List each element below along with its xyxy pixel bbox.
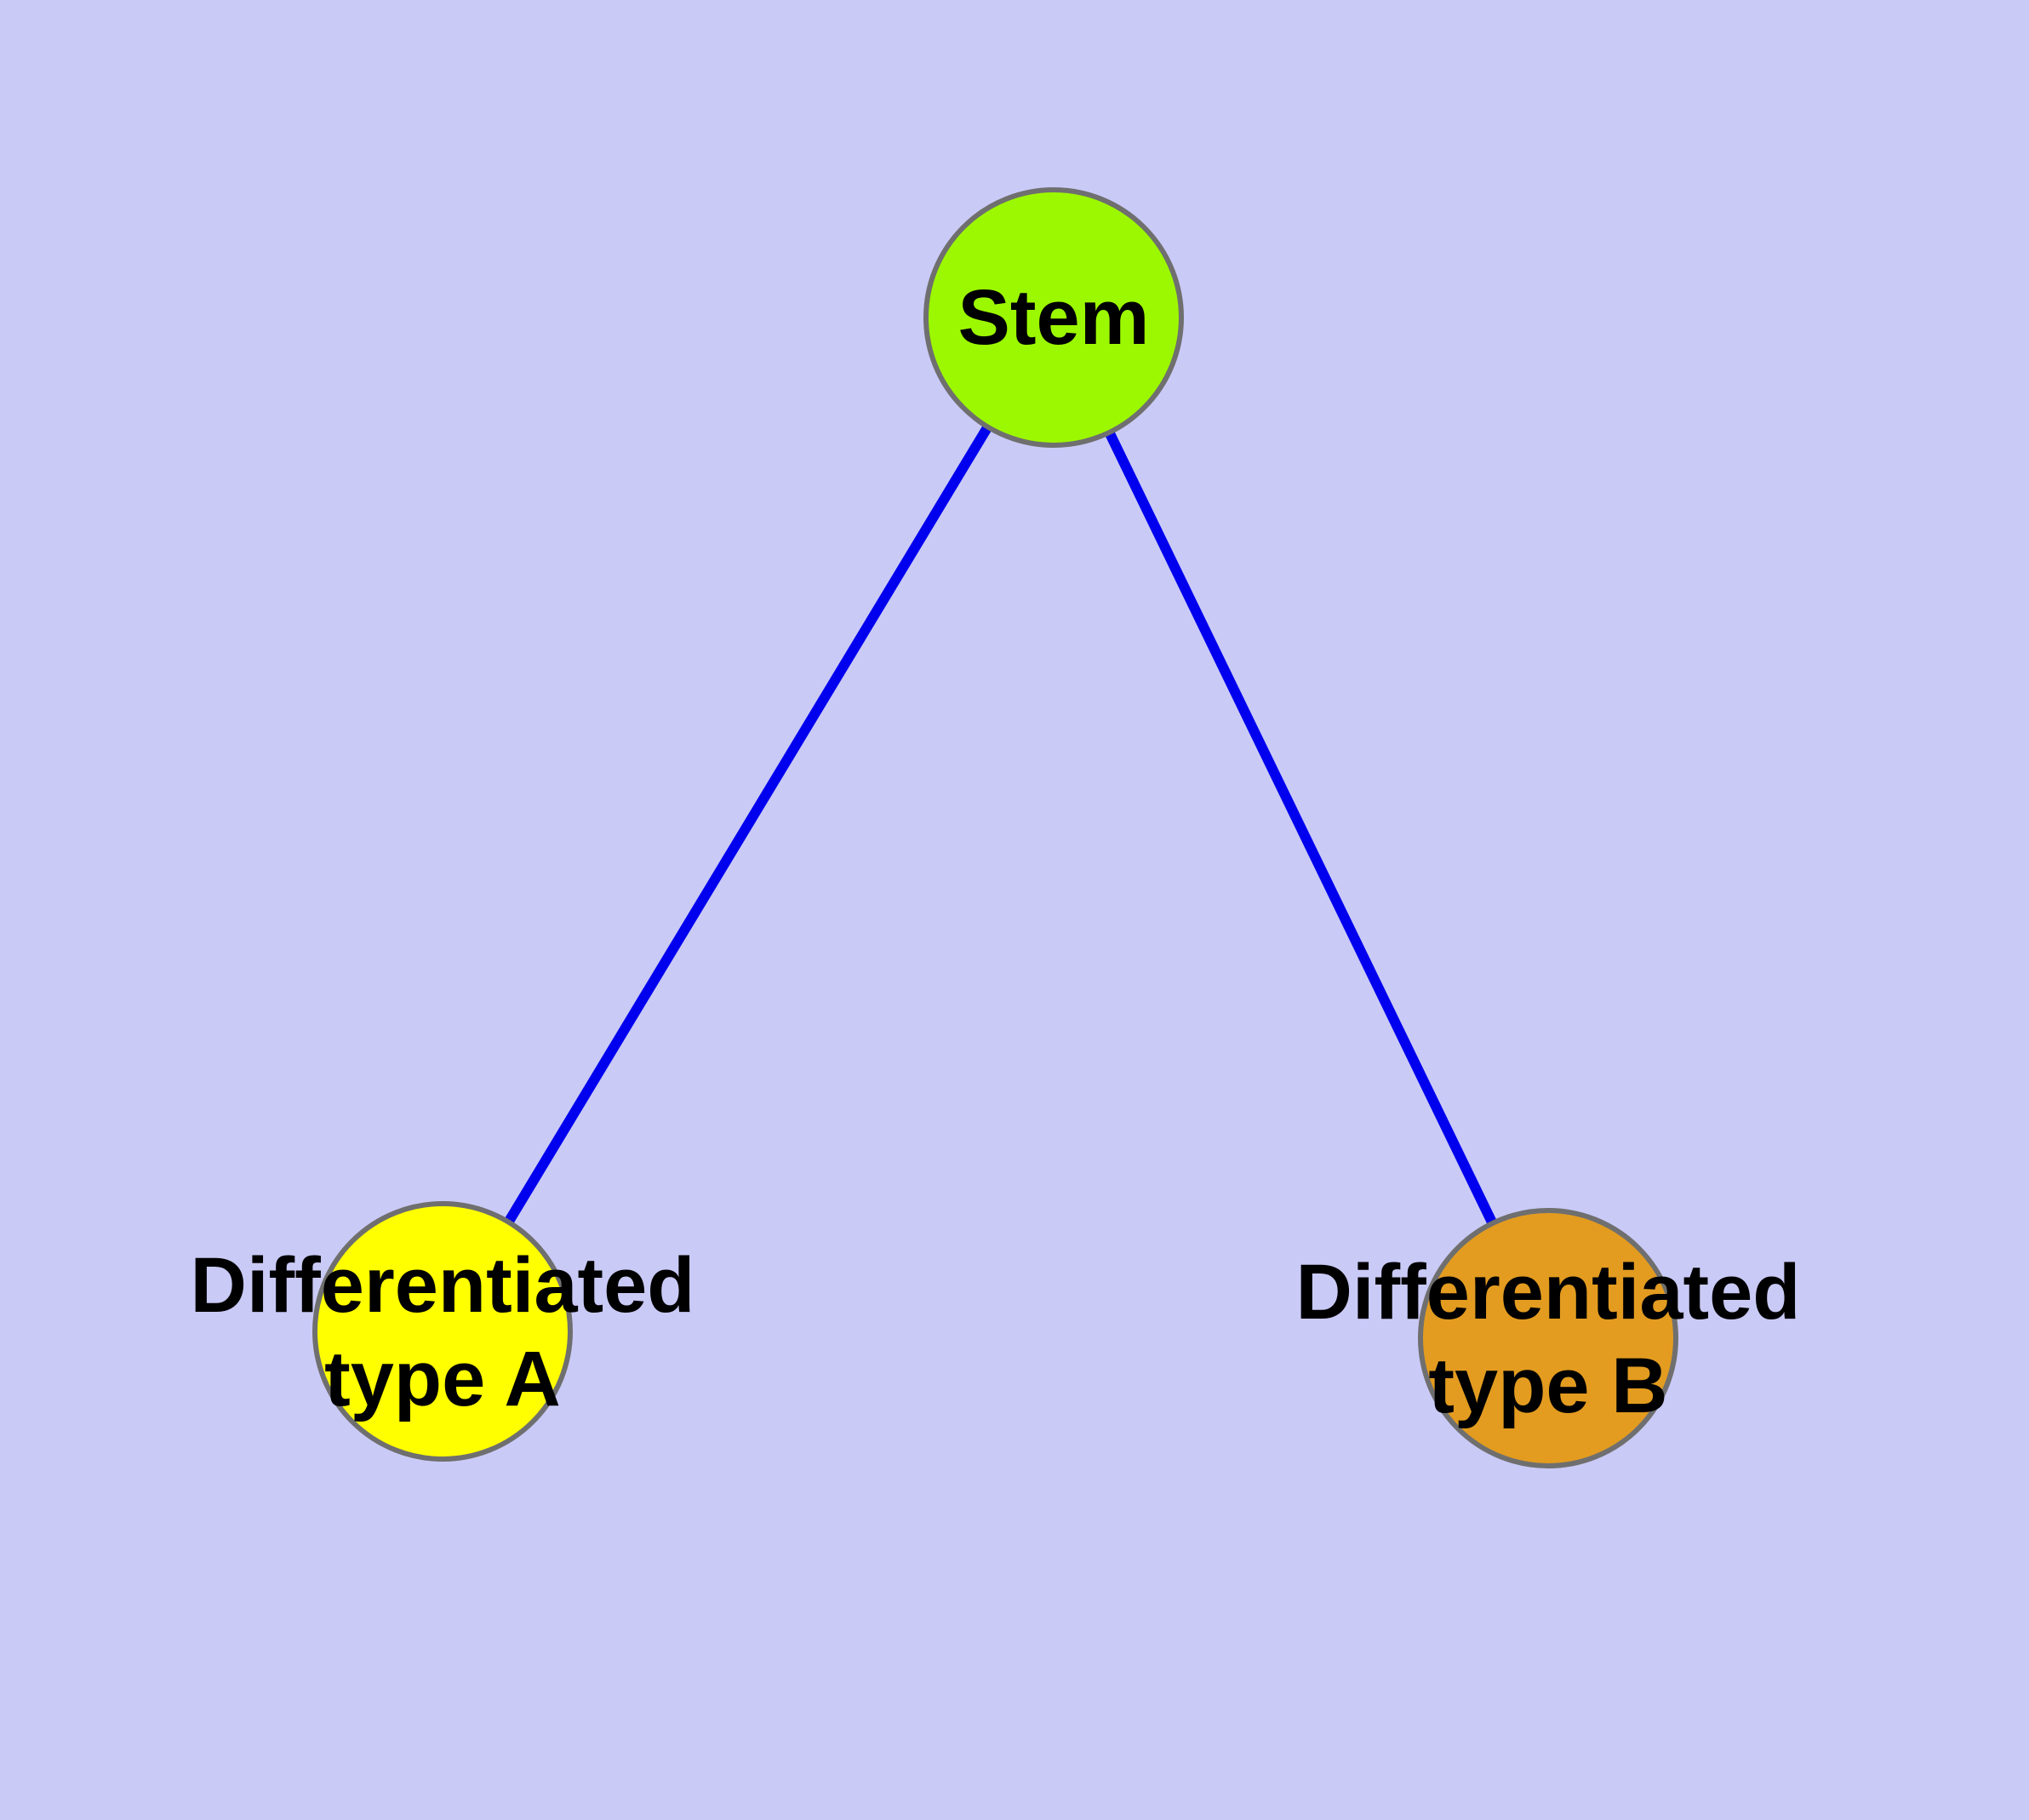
edge-stem-to-type-b xyxy=(1049,315,1553,1341)
node-type-a-circle xyxy=(312,1201,573,1462)
node-type-a-label-line1: Differentiated xyxy=(191,1242,695,1329)
node-type-b-circle xyxy=(1418,1208,1678,1468)
edge-stem-to-type-a xyxy=(437,314,1059,1335)
node-type-b-label-line2: type B xyxy=(1428,1342,1667,1429)
node-stem-circle xyxy=(923,187,1184,448)
node-type-a-label-line2: type A xyxy=(324,1336,561,1422)
node-stem-label: Stem xyxy=(958,274,1150,361)
node-type-b-label-line1: Differentiated xyxy=(1296,1249,1801,1336)
